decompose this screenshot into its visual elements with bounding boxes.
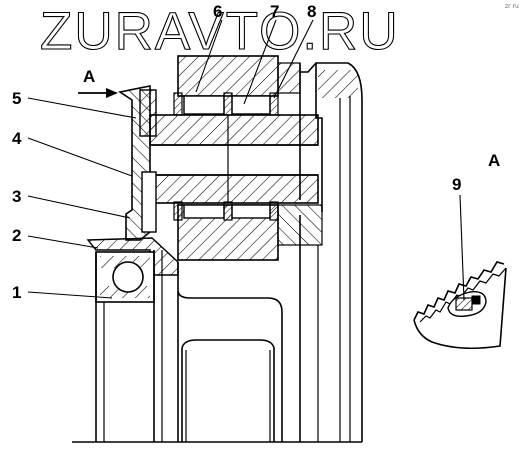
view-arrow-label: A xyxy=(83,67,95,86)
callout-1: 1 xyxy=(12,283,21,302)
view-arrow: A xyxy=(78,67,118,98)
callout-5: 5 xyxy=(12,89,21,108)
callout-7: 7 xyxy=(270,2,279,21)
ball-bearing xyxy=(95,251,155,303)
carrier-plate xyxy=(117,85,157,241)
assembly-section xyxy=(72,55,363,443)
planet-axle xyxy=(149,114,319,204)
callout-6: 6 xyxy=(213,2,222,21)
callout-9: 9 xyxy=(452,175,461,194)
callouts: 1 2 3 4 5 6 7 8 xyxy=(12,2,316,302)
callout-3: 3 xyxy=(12,187,21,206)
corner-mark: zr ru xyxy=(505,3,519,10)
detail-view-a: A 9 xyxy=(413,151,507,350)
shaft xyxy=(72,250,362,443)
needle-bearing xyxy=(173,92,279,221)
flange-seal xyxy=(86,237,179,276)
callout-4: 4 xyxy=(12,129,22,148)
detail-view-label: A xyxy=(488,151,500,170)
sun-gear-hub xyxy=(177,215,319,442)
watermark-text: ZURAVTO.RU xyxy=(40,2,400,61)
callout-8: 8 xyxy=(307,2,316,21)
callout-2: 2 xyxy=(12,226,21,245)
